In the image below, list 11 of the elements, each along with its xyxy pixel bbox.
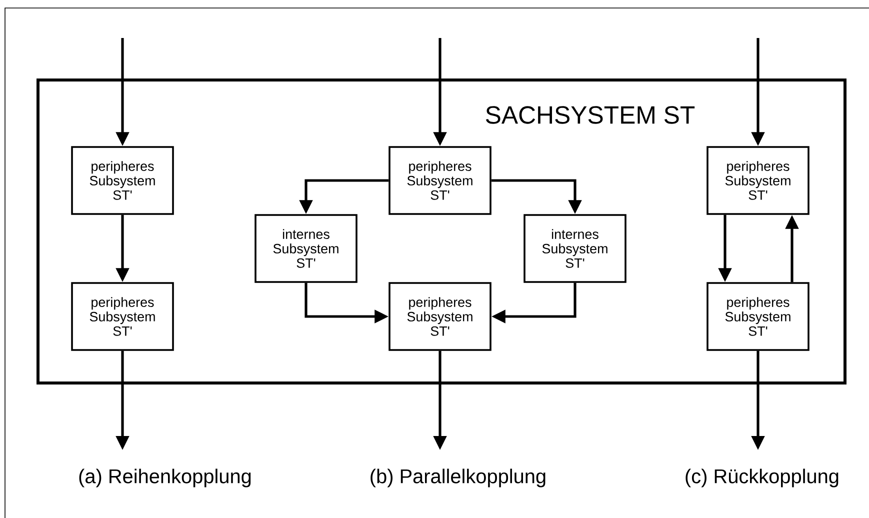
subsystem-box: peripheres Subsystem ST' xyxy=(71,282,174,351)
caption: (a) Reihenkopplung xyxy=(79,468,251,488)
subsystem-box: peripheres Subsystem ST' xyxy=(388,146,492,215)
caption: (b) Parallelkopplung xyxy=(370,468,546,488)
subsystem-box: peripheres Subsystem ST' xyxy=(706,146,810,215)
caption: (c) Rückkopplung xyxy=(686,468,838,488)
subsystem-box: internes Subsystem ST' xyxy=(524,214,626,283)
subsystem-box: peripheres Subsystem ST' xyxy=(71,146,174,215)
subsystem-box: peripheres Subsystem ST' xyxy=(388,282,492,351)
subsystem-box: peripheres Subsystem ST' xyxy=(706,282,810,351)
subsystem-box: internes Subsystem ST' xyxy=(254,214,358,283)
